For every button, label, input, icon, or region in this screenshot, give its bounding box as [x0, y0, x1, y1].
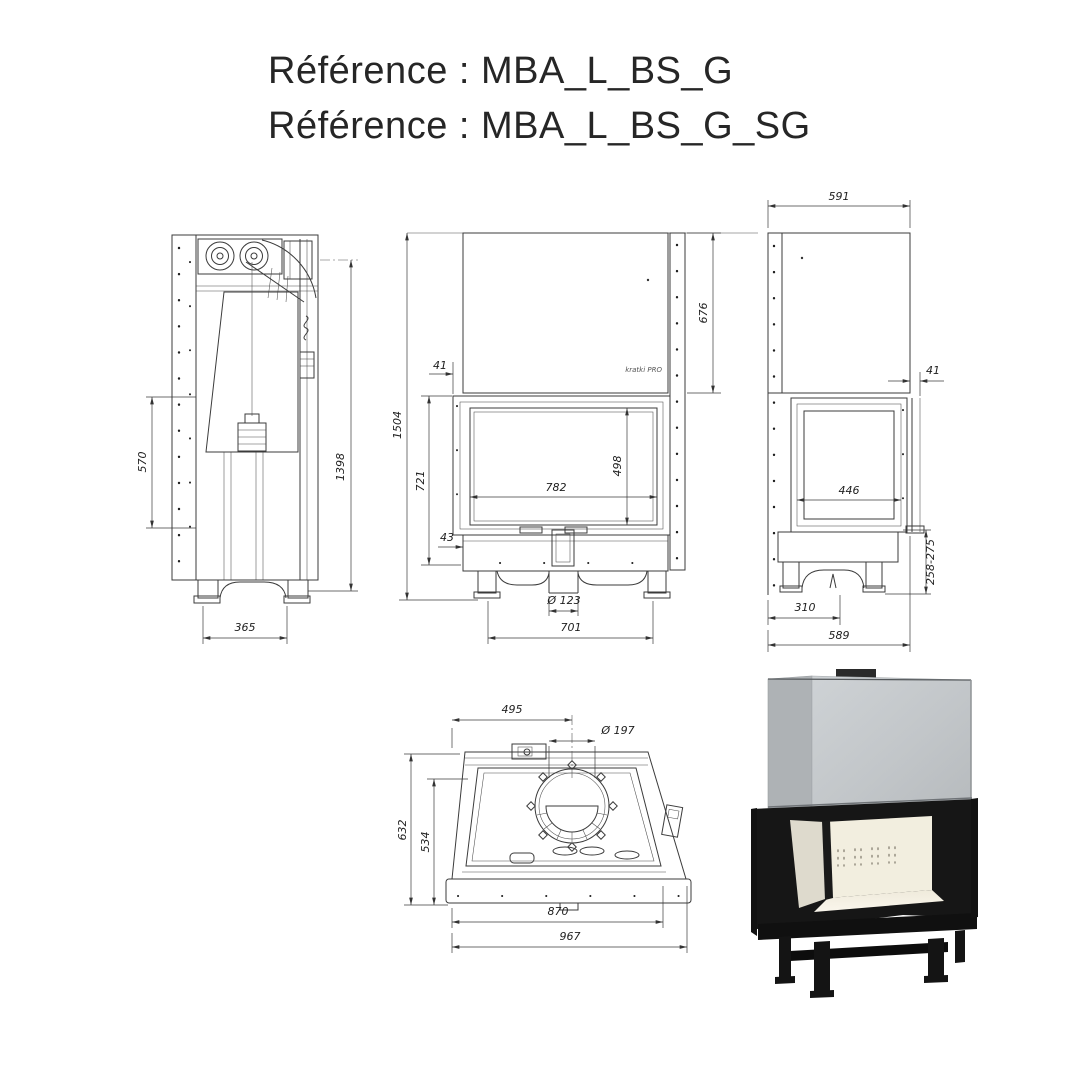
dim-total-height: 1504 [391, 411, 404, 439]
dim-depth: 591 [829, 190, 850, 203]
dim-depth-inner: 534 [419, 832, 432, 853]
corner-glass-post [822, 820, 833, 900]
interior-floor [814, 890, 944, 912]
dim-side-depth: 365 [235, 621, 256, 634]
leg-foot [810, 990, 834, 998]
leg-foot [924, 975, 948, 983]
leg [779, 936, 791, 979]
leg [814, 941, 830, 993]
air-holes-pattern [837, 846, 896, 867]
dim-leg-span: 701 [561, 621, 582, 634]
leg [928, 938, 944, 978]
reference-title-block: Référence : MBA_L_BS_G Référence : MBA_L… [268, 44, 811, 154]
flue-stub [836, 669, 876, 678]
dim-front-offset: 41 [926, 364, 940, 377]
dim-top-offset: 41 [433, 359, 447, 372]
leg-foot [775, 976, 795, 984]
drawing-front-view: kratki PRO [391, 232, 758, 644]
product-photo-fireplace [751, 669, 978, 998]
dim-flue-offset: 495 [502, 703, 523, 716]
dim-width-total: 967 [560, 930, 581, 943]
interior-left-through-glass [790, 820, 828, 908]
dim-flue-diameter-top: Ø 197 [600, 724, 634, 737]
dim-hood-height: 676 [697, 303, 710, 324]
reference-line-2: Référence : MBA_L_BS_G_SG [268, 105, 811, 147]
dim-leg-offset: 310 [795, 601, 816, 614]
drawing-side-section-view: 570 1398 365 [136, 234, 358, 644]
base-beam [758, 913, 977, 940]
dim-base-offset: 43 [440, 531, 454, 544]
dim-side-upper-height: 570 [136, 452, 149, 473]
right-side-wing [971, 798, 978, 918]
dim-side-glass-width: 446 [839, 484, 860, 497]
drawing-rear-side-view: 591 41 446 258-275 310 589 [767, 190, 944, 652]
leg [955, 930, 965, 963]
hood-left-face [767, 675, 813, 826]
dim-base-depth: 589 [829, 629, 850, 642]
dim-firebox-height: 721 [414, 471, 427, 492]
dim-depth-total: 632 [396, 820, 409, 841]
dim-side-total-height: 1398 [334, 453, 347, 481]
dim-glass-height: 498 [611, 456, 624, 477]
hood-front-face [811, 675, 972, 817]
kratki-pro-logo: kratki PRO [625, 366, 662, 374]
drawing-top-view: 495 Ø 197 632 534 870 967 [396, 703, 692, 953]
dim-glass-width: 782 [546, 481, 567, 494]
reference-line-1: Référence : MBA_L_BS_G [268, 50, 734, 92]
dim-flue-diameter-front: Ø 123 [546, 594, 580, 607]
dim-width-inner: 870 [548, 905, 569, 918]
dim-base-height-range: 258-275 [924, 539, 937, 585]
base-under-panel [790, 942, 948, 961]
left-side-wing [751, 808, 757, 936]
